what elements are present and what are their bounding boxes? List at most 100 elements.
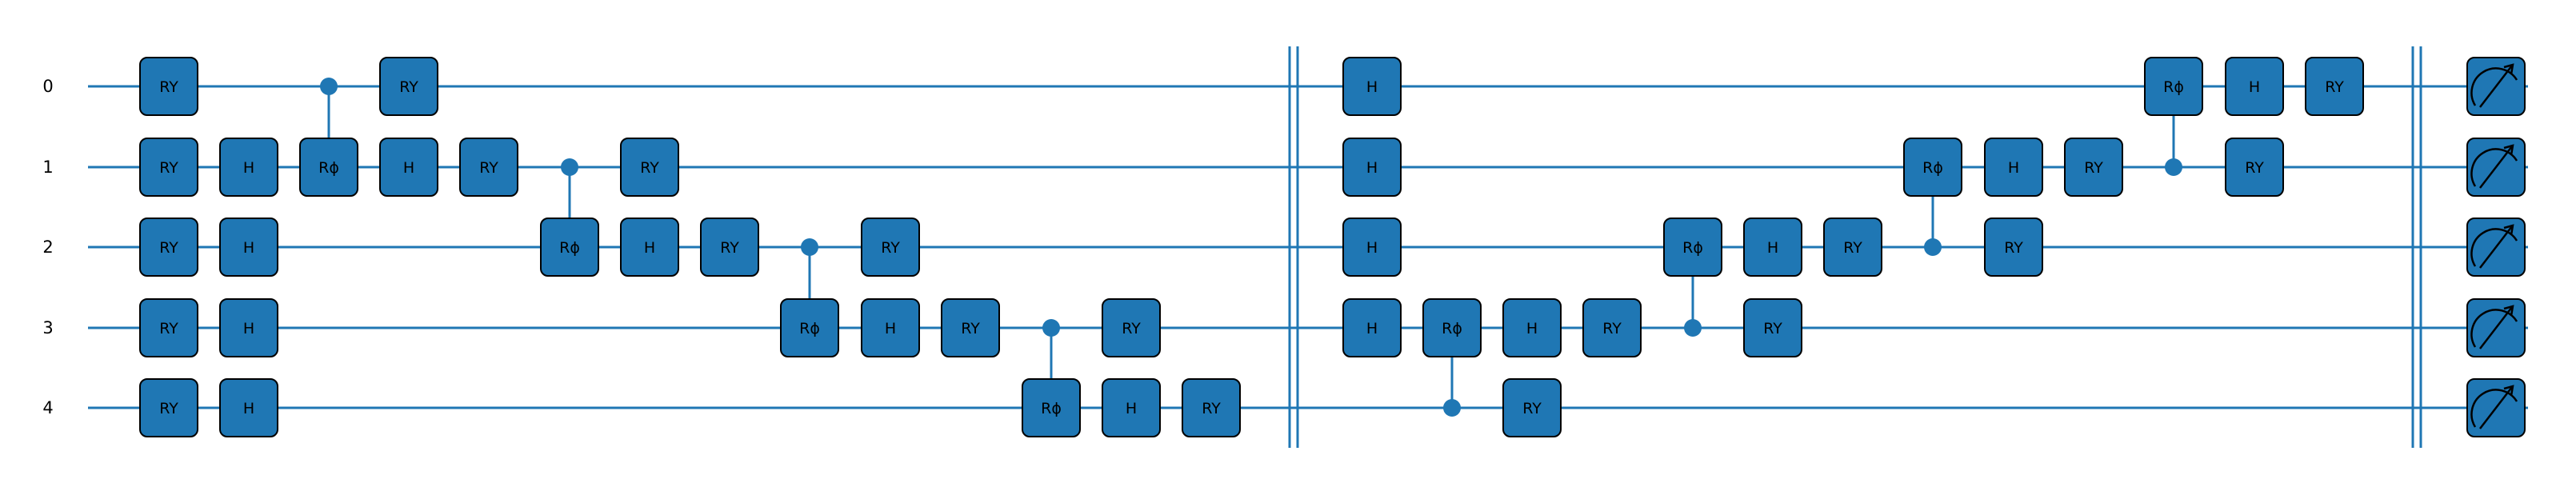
gate-label: H (243, 400, 254, 417)
gate-ry: RY (1182, 378, 1241, 437)
gate-rphi: Rϕ (1422, 298, 1482, 357)
gate-box (700, 218, 759, 277)
gate-box (2225, 138, 2284, 197)
gate-ry: RY (941, 298, 1000, 357)
gate-label: RY (159, 78, 178, 96)
gate-label: Rϕ (1922, 159, 1943, 177)
gate-h: H (219, 218, 278, 277)
gate-rphi: Rϕ (299, 138, 358, 197)
gate-label: RY (159, 239, 178, 257)
gate-ry: RY (2305, 57, 2364, 116)
gate-ry: RY (620, 138, 679, 197)
measurement-1 (2466, 138, 2526, 197)
control-dot (1443, 399, 1461, 417)
gate-label: RY (1763, 320, 1782, 337)
gate-label: H (243, 320, 254, 337)
gate-ry: RY (1582, 298, 1642, 357)
gate-ry: RY (1823, 218, 1882, 277)
gate-box (1342, 57, 1402, 116)
gate-box (1502, 378, 1562, 437)
gate-label: H (1366, 159, 1378, 177)
gate-box (861, 218, 920, 277)
qubit-label-3: 3 (42, 318, 53, 337)
gate-label: Rϕ (1442, 320, 1462, 337)
gate-box (139, 138, 198, 197)
gate-label: RY (720, 239, 739, 257)
gate-box (1663, 218, 1722, 277)
gate-h: H (2225, 57, 2284, 116)
gate-label: RY (1843, 239, 1862, 257)
gate-label: H (1366, 239, 1378, 257)
measurements (2466, 57, 2526, 437)
gate-label: RY (159, 400, 178, 417)
gate-ry: RY (1743, 298, 1802, 357)
gate-box (139, 57, 198, 116)
meter-icon (2470, 305, 2518, 349)
gate-box (1342, 138, 1402, 197)
gate-box (941, 298, 1000, 357)
gate-box (219, 378, 278, 437)
gate-box (1984, 218, 2043, 277)
gate-label: RY (1602, 320, 1622, 337)
gate-ry: RY (139, 298, 198, 357)
gate-ry: RY (139, 378, 198, 437)
gate-label: RY (1522, 400, 1542, 417)
gate-h: H (379, 138, 438, 197)
gate-label: Rϕ (559, 239, 580, 257)
measurement-0 (2466, 57, 2526, 116)
gate-box (379, 138, 438, 197)
measurement-2 (2466, 218, 2526, 277)
meter-icon (2470, 63, 2518, 108)
gate-label: H (2008, 159, 2019, 177)
gate-ry: RY (139, 138, 198, 197)
gate-label: Rϕ (799, 320, 820, 337)
gate-label: H (243, 239, 254, 257)
gate-box (2064, 138, 2123, 197)
gate-box (1984, 138, 2043, 197)
gate-label: H (1526, 320, 1538, 337)
control-dot (1042, 319, 1060, 337)
gate-ry: RY (379, 57, 438, 116)
gate-box (1823, 218, 1882, 277)
gate-box (1102, 298, 1161, 357)
gate-box (1022, 378, 1081, 437)
gate-h: H (219, 378, 278, 437)
gate-label: Rϕ (1682, 239, 1703, 257)
gate-ry: RY (459, 138, 518, 197)
gate-box (1102, 378, 1161, 437)
gate-box (139, 218, 198, 277)
gate-h: H (1743, 218, 1802, 277)
qubit-label-0: 0 (42, 77, 53, 96)
control-dot (801, 238, 818, 256)
gate-box (1182, 378, 1241, 437)
gate-rphi: Rϕ (1022, 378, 1081, 437)
meter-icon (2470, 385, 2518, 429)
gate-label: H (2249, 78, 2260, 96)
gate-rphi: Rϕ (540, 218, 599, 277)
gate-h: H (1342, 57, 1402, 116)
gate-label: Rϕ (318, 159, 339, 177)
gate-box (459, 138, 518, 197)
gate-box (219, 138, 278, 197)
gate-label: RY (2084, 159, 2103, 177)
gate-box (1743, 218, 1802, 277)
gate-box (139, 378, 198, 437)
gate-box (219, 218, 278, 277)
gate-box (540, 218, 599, 277)
gate-h: H (1502, 298, 1562, 357)
gate-box (1743, 298, 1802, 357)
gate-label: H (885, 320, 896, 337)
gate-label: RY (1202, 400, 1221, 417)
gate-label: RY (479, 159, 498, 177)
gate-h: H (620, 218, 679, 277)
barrier-before-measurement (2411, 46, 2422, 448)
barriers (1288, 46, 2422, 448)
gate-ry: RY (861, 218, 920, 277)
gate-box (1502, 298, 1562, 357)
gate-label: H (1126, 400, 1137, 417)
gate-box (379, 57, 438, 116)
control-dot (320, 78, 338, 95)
gate-box (2305, 57, 2364, 116)
gate-label: H (644, 239, 655, 257)
